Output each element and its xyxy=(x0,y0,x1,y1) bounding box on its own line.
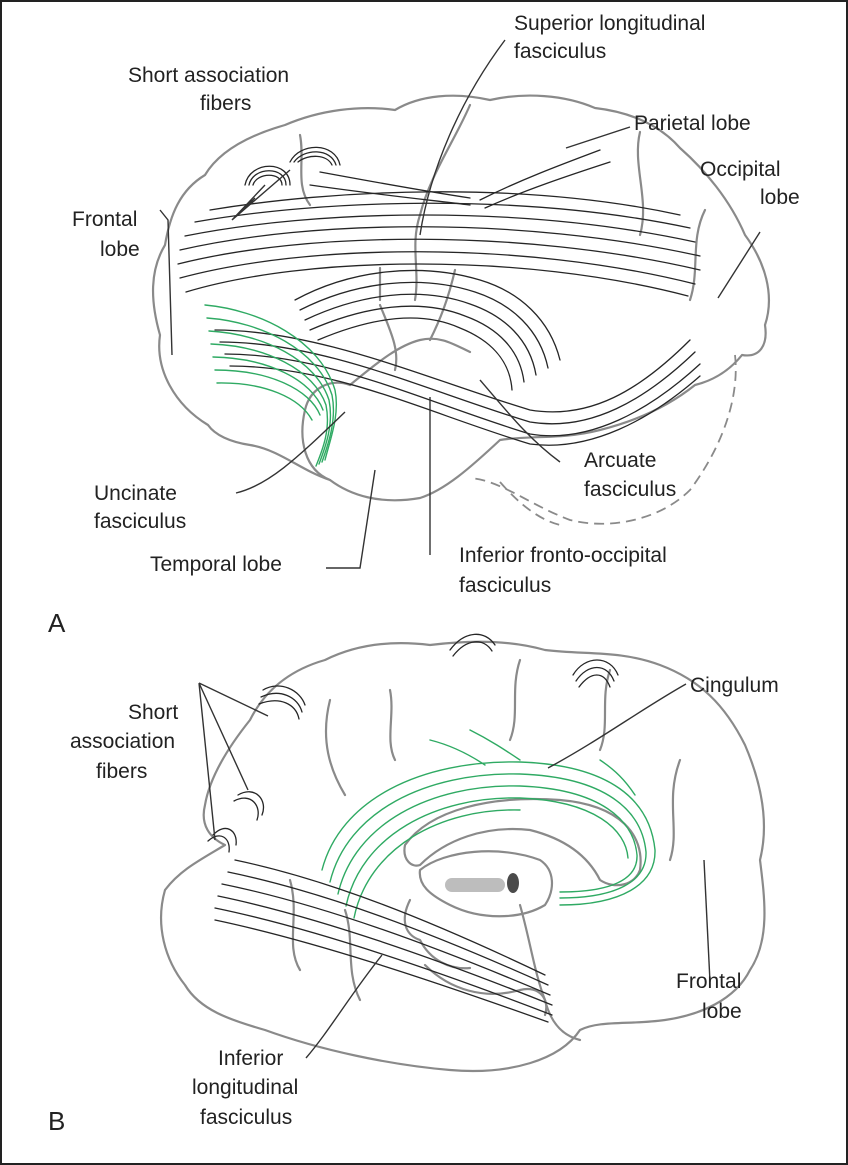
label-parietal-lobe: Parietal lobe xyxy=(634,112,751,135)
label-short-association-b: Short xyxy=(128,701,178,724)
label-arcuate: Arcuate xyxy=(584,449,656,472)
label-inferior-longitudinal: Inferior xyxy=(218,1047,283,1070)
label-superior-longitudinal-2: fasciculus xyxy=(514,40,606,63)
label-occipital-lobe-2: lobe xyxy=(760,186,800,209)
label-inferior-fronto-occipital-2: fasciculus xyxy=(459,574,551,597)
label-frontal-lobe-a: Frontal xyxy=(72,208,137,231)
label-frontal-lobe-b-2: lobe xyxy=(702,1000,742,1023)
label-inferior-longitudinal-2: longitudinal xyxy=(192,1076,298,1099)
label-frontal-lobe-b: Frontal xyxy=(676,970,741,993)
label-inferior-longitudinal-3: fasciculus xyxy=(200,1106,292,1129)
label-short-association-fibers-a: Short association xyxy=(128,64,289,87)
label-occipital-lobe: Occipital xyxy=(700,158,781,181)
fornix-band xyxy=(445,878,505,892)
label-frontal-lobe-a-2: lobe xyxy=(100,238,140,261)
label-short-association-b-2: association xyxy=(70,730,175,753)
label-uncinate: Uncinate xyxy=(94,482,177,505)
label-temporal-lobe: Temporal lobe xyxy=(150,553,282,576)
label-superior-longitudinal: Superior longitudinal xyxy=(514,12,705,35)
pineal-mark xyxy=(507,873,519,893)
label-short-association-fibers-a-2: fibers xyxy=(200,92,251,115)
panel-letter-a: A xyxy=(48,608,66,638)
panel-letter-b: B xyxy=(48,1106,65,1136)
label-arcuate-2: fasciculus xyxy=(584,478,676,501)
label-short-association-b-3: fibers xyxy=(96,760,147,783)
label-uncinate-2: fasciculus xyxy=(94,510,186,533)
label-cingulum: Cingulum xyxy=(690,674,779,697)
label-inferior-fronto-occipital: Inferior fronto-occipital xyxy=(459,544,667,567)
